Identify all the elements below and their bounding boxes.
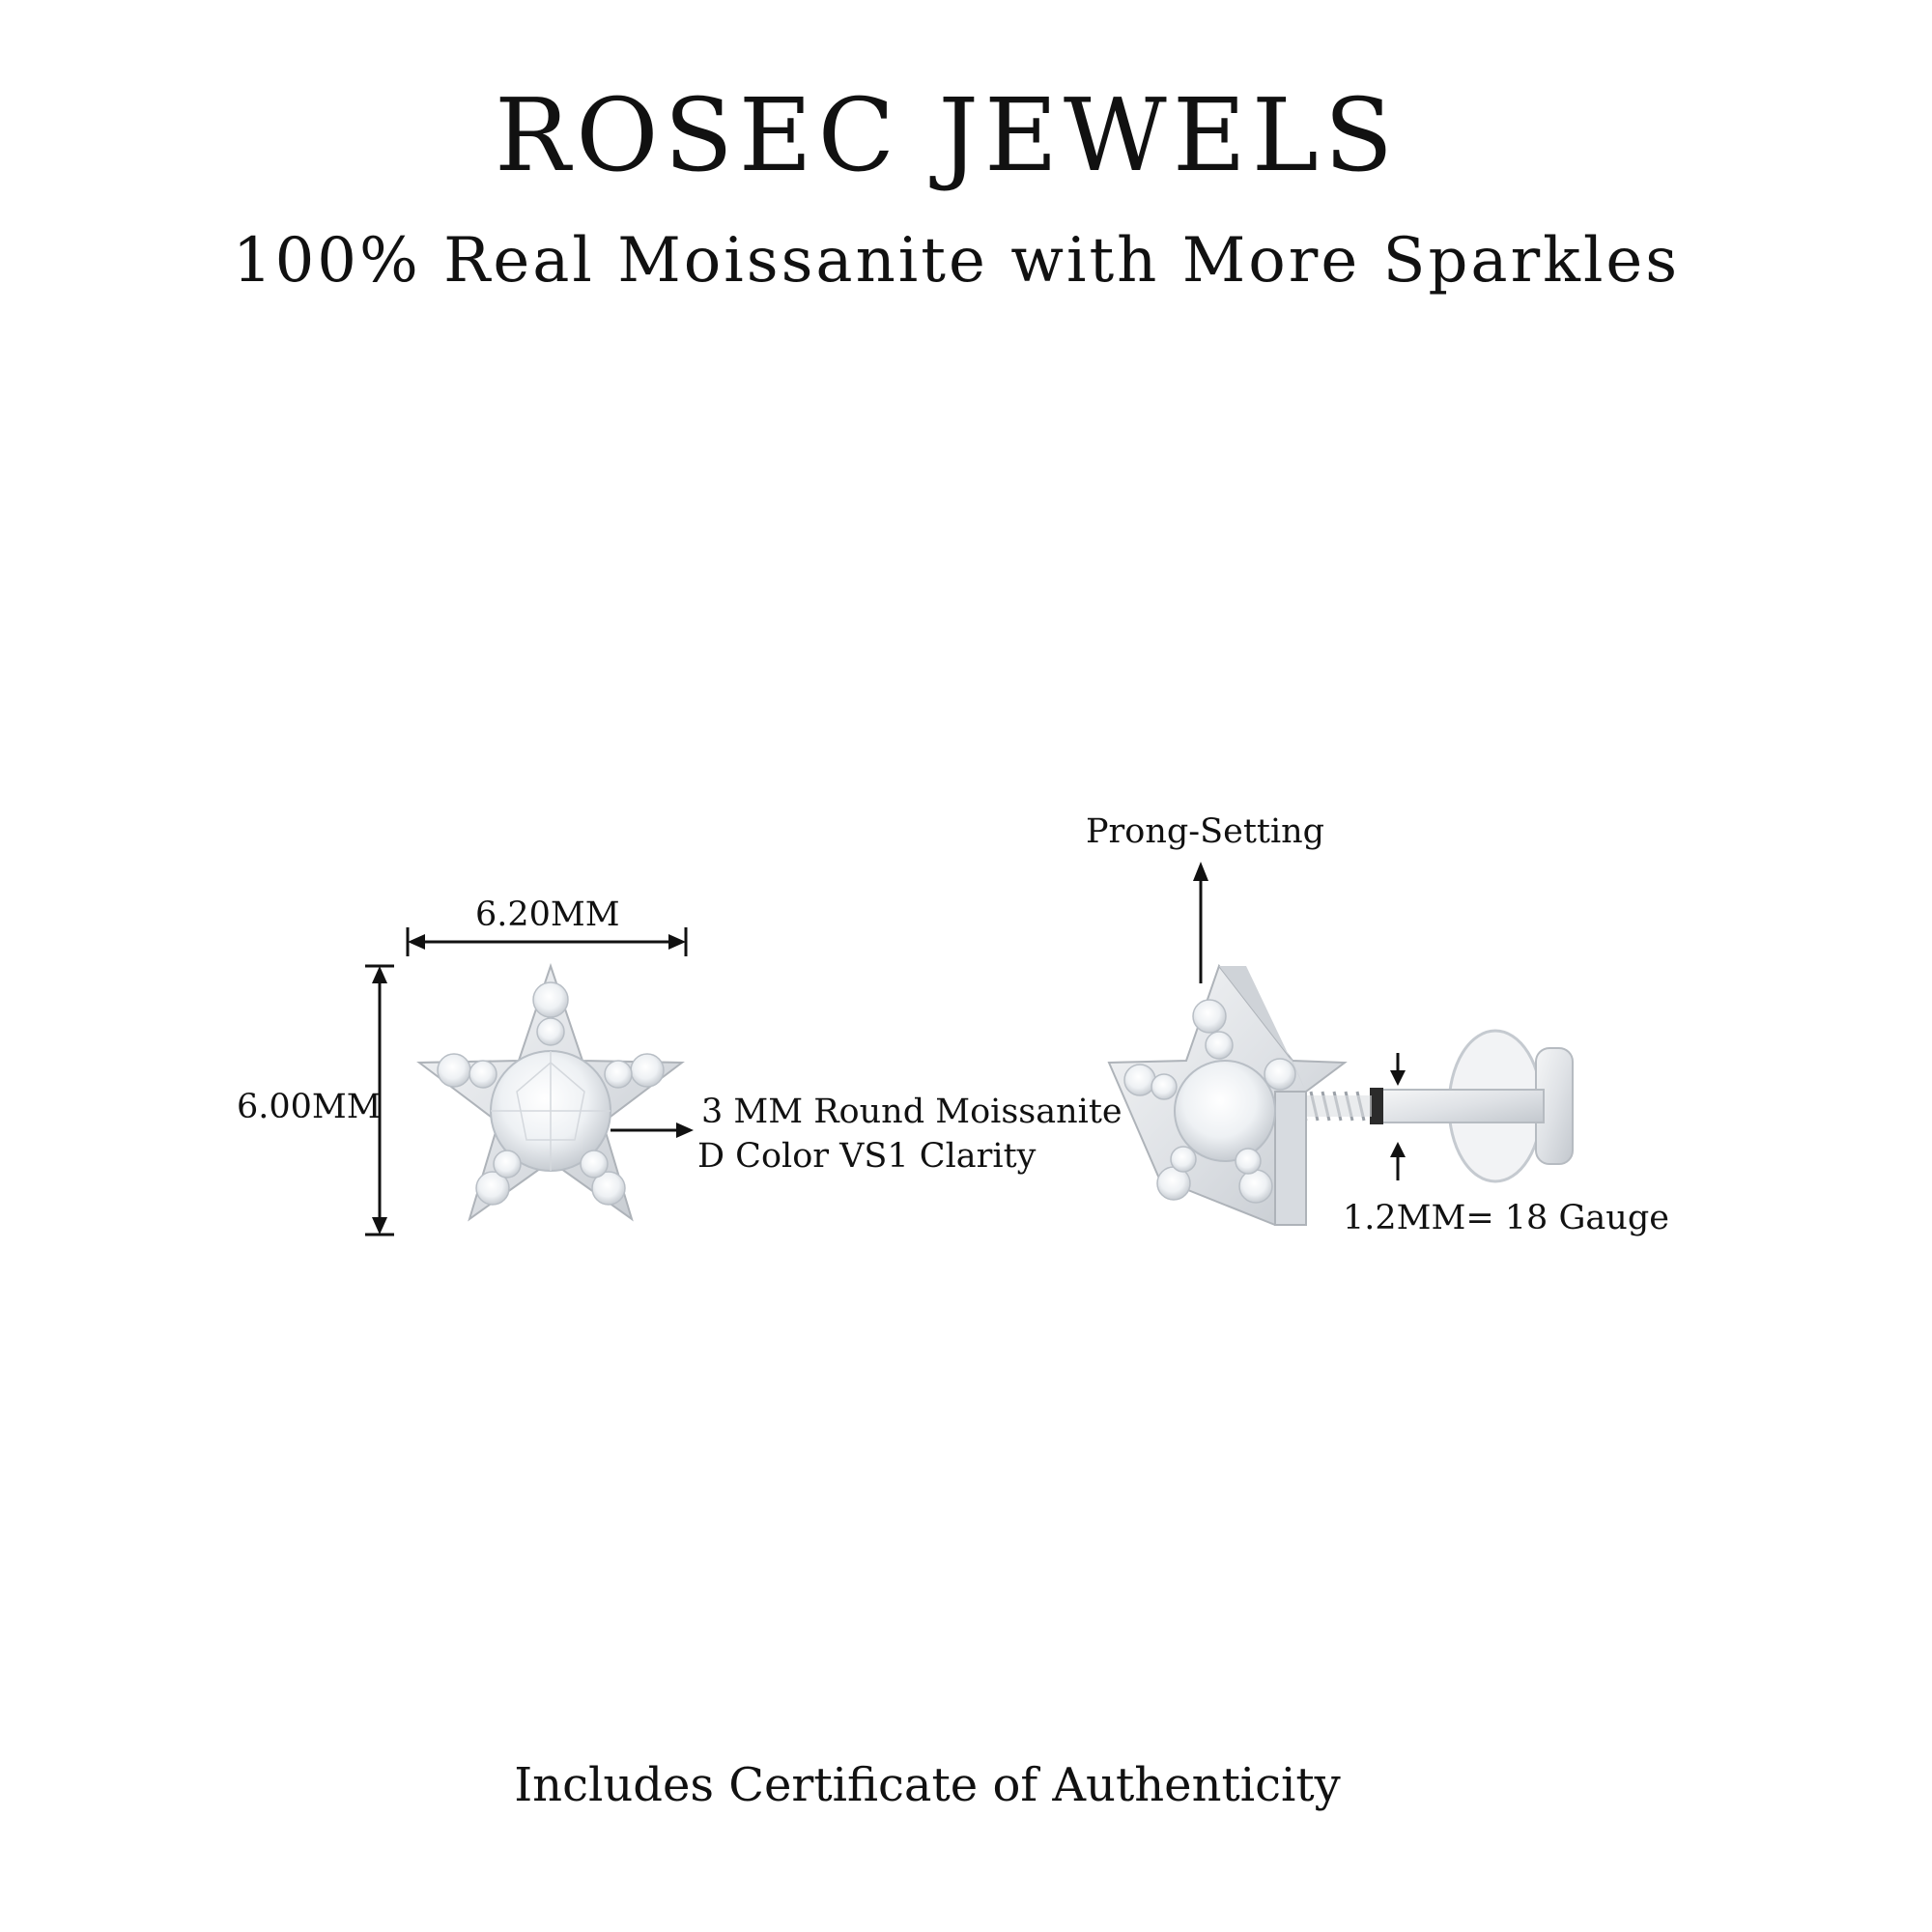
front-accent-stone-right <box>630 1053 665 1088</box>
gauge-dimension-arrows <box>1390 1053 1406 1180</box>
width-dimension-label: 6.20MM <box>475 895 620 934</box>
stone-callout-arrow <box>611 1122 694 1138</box>
prong-setting-arrow <box>1193 862 1208 983</box>
front-accent-stone-left <box>437 1053 471 1088</box>
brand-tagline: 100% Real Moissanite with More Sparkles <box>232 225 1681 297</box>
certificate-note: Includes Certificate of Authenticity <box>514 1758 1341 1812</box>
front-accent-stone-bottom-right <box>591 1171 626 1206</box>
brand-title: ROSEC JEWELS <box>494 76 1400 194</box>
stone-spec-line-2: D Color VS1 Clarity <box>697 1137 1037 1176</box>
side-view-labret-stud-image <box>1107 963 1574 1226</box>
stone-spec-line-1: 3 MM Round Moissanite <box>701 1093 1122 1131</box>
front-accent-stone-top <box>532 981 569 1018</box>
prong-setting-label: Prong-Setting <box>1086 812 1325 851</box>
front-accent-stone-bottom-left <box>475 1171 510 1206</box>
height-dimension-arrow <box>365 964 394 1236</box>
width-dimension-arrow <box>406 927 688 956</box>
height-dimension-label: 6.00MM <box>237 1088 382 1126</box>
gauge-label: 1.2MM= 18 Gauge <box>1343 1199 1669 1237</box>
